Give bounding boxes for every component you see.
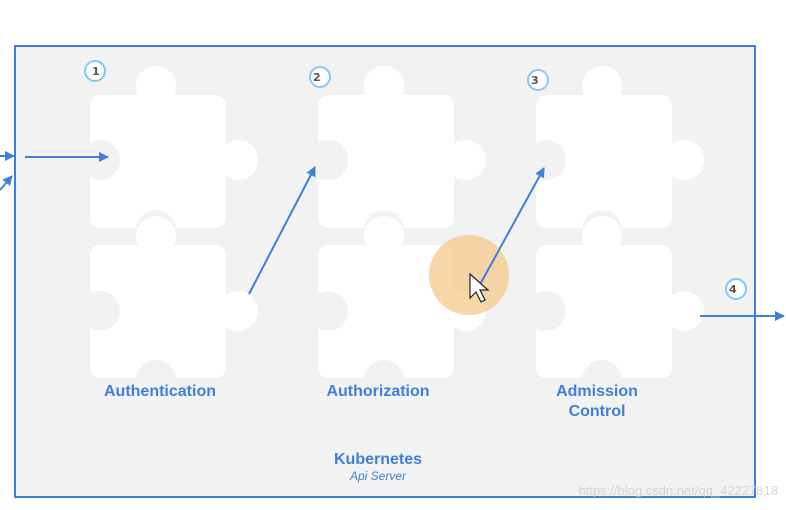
incoming-arrow-bottom xyxy=(0,176,12,190)
svg-text:2: 2 xyxy=(313,71,321,84)
api-server-label: Api Server xyxy=(300,469,456,483)
admission-control-label: Admission Control xyxy=(520,382,674,422)
authorization-label: Authorization xyxy=(300,382,456,402)
admission-control-label-line1: Admission xyxy=(520,382,674,402)
svg-text:4: 4 xyxy=(729,283,737,296)
svg-text:1: 1 xyxy=(92,65,100,78)
watermark: https://blog.csdn.net/qq_42227818 xyxy=(579,483,779,498)
svg-text:3: 3 xyxy=(531,74,539,87)
step-badge-2: 2 xyxy=(310,67,330,87)
step-badge-3: 3 xyxy=(528,70,548,90)
step-badge-4: 4 xyxy=(726,279,746,299)
step-badge-1: 1 xyxy=(85,61,105,81)
kubernetes-label: Kubernetes xyxy=(300,450,456,470)
admission-control-label-line2: Control xyxy=(520,402,674,422)
authentication-label: Authentication xyxy=(80,382,240,402)
cursor-highlight xyxy=(429,235,509,315)
